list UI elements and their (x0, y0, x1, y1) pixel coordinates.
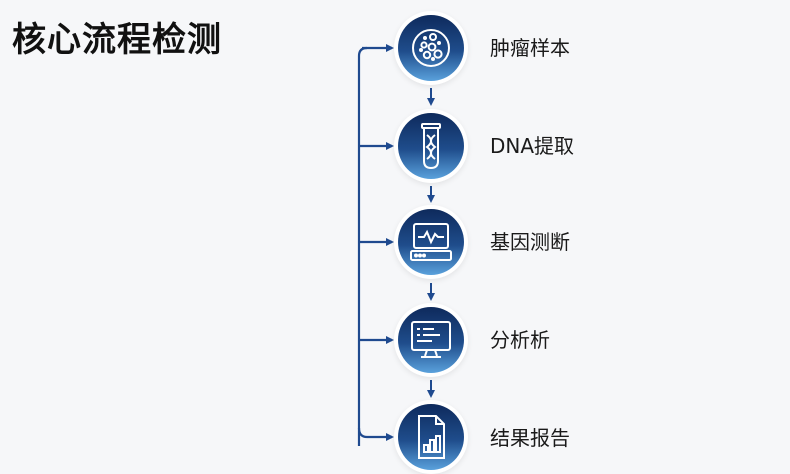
step-analysis (394, 303, 468, 377)
step-label-4: 分析析 (490, 328, 550, 352)
step-tumor-sample (394, 11, 468, 85)
dna-test-tube-icon (421, 123, 441, 170)
step-label-2: DNA提取 (490, 134, 575, 158)
branch-arrow-5 (357, 427, 394, 441)
cells-icon (412, 29, 450, 67)
step-label-1: 肿瘤样本 (490, 36, 570, 60)
computer-analysis-icon (411, 321, 451, 358)
sequencer-monitor-icon (410, 223, 452, 261)
step-result-report (394, 400, 468, 474)
flow-connectors (357, 44, 435, 446)
step-label-5: 结果报告 (490, 426, 570, 450)
report-chart-icon (418, 415, 445, 459)
trunk-line (357, 46, 368, 446)
step-dna-extraction (394, 109, 468, 183)
step-label-3: 基因测断 (490, 230, 570, 254)
step-gene-sequencing (394, 205, 468, 279)
page-title: 核心流程检测 (12, 20, 222, 60)
